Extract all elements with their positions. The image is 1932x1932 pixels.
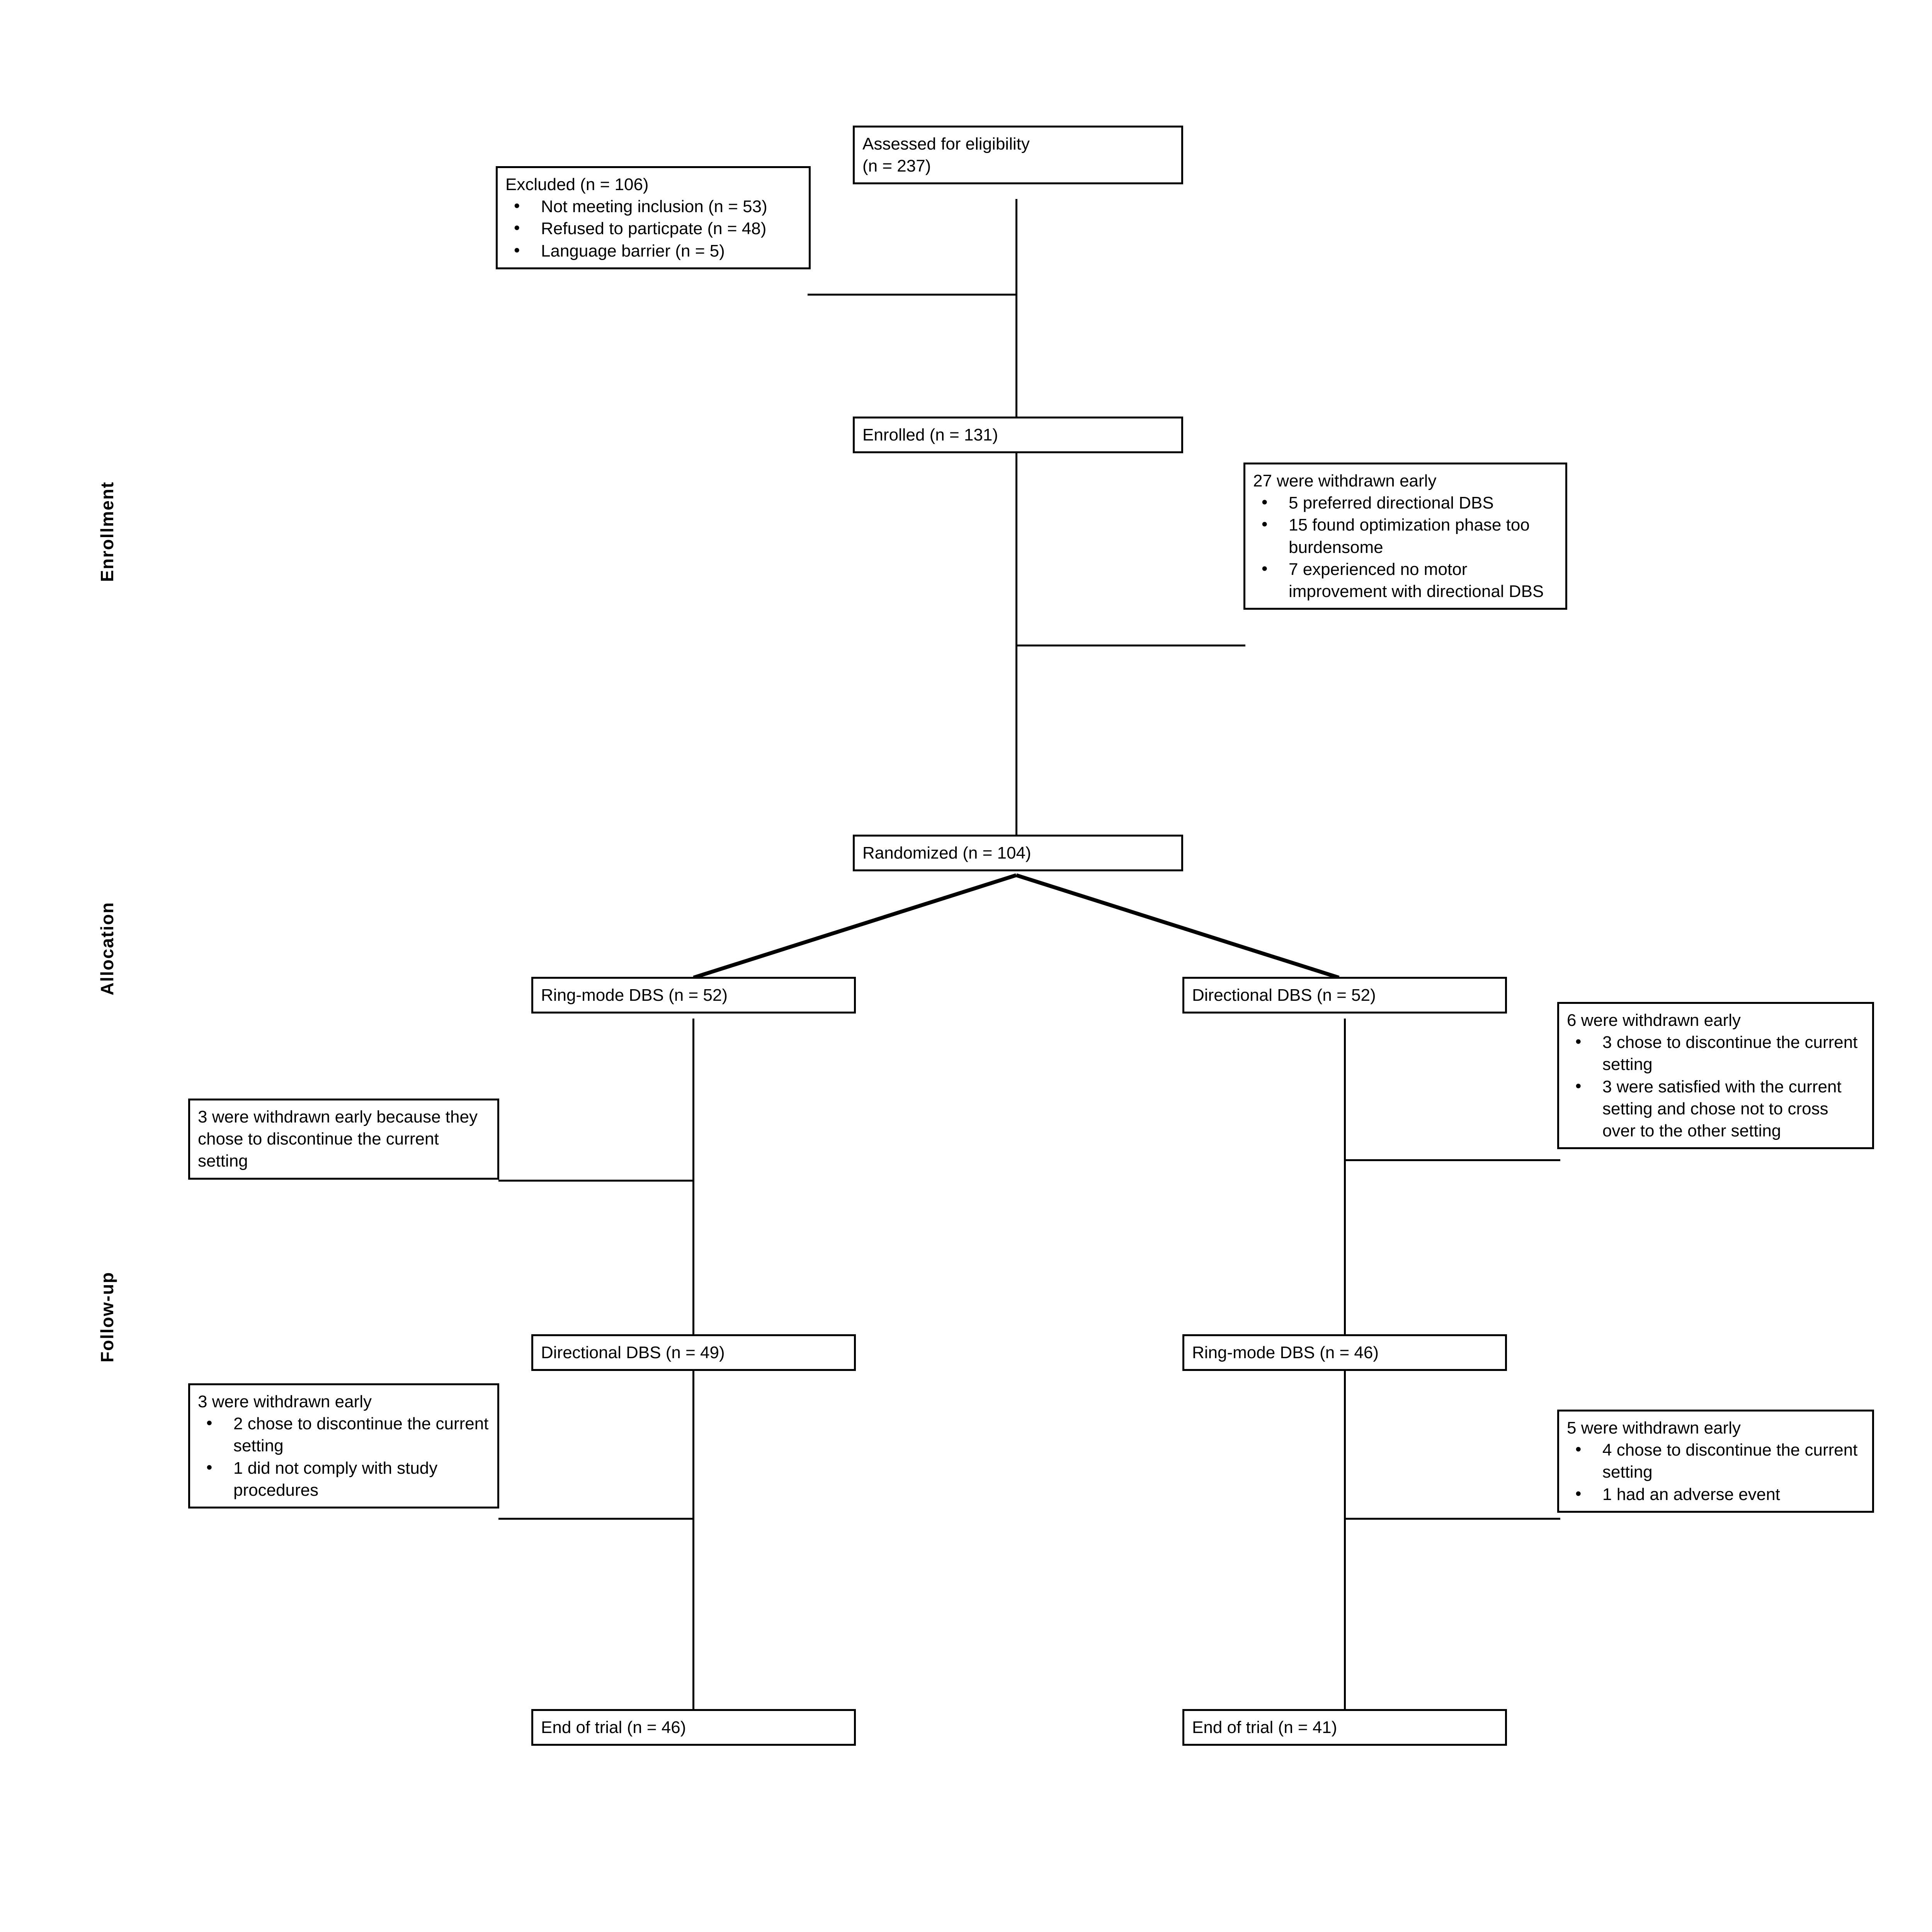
bullet-glyph: •: [514, 218, 520, 238]
node-crossover-ring-mode: Ring-mode DBS (n = 46): [1182, 1334, 1507, 1371]
list-item: • 7 experienced no motor improvement wit…: [1253, 558, 1558, 602]
list-item: • 1 did not comply with study procedures: [198, 1457, 490, 1501]
withdrawn-3-left-bottom-bullet-2: 1 did not comply with study procedures: [233, 1458, 438, 1500]
bullet-glyph: •: [514, 240, 520, 260]
node-randomized: Randomized (n = 104): [853, 835, 1183, 872]
node-excluded: Excluded (n = 106) • Not meeting inclusi…: [496, 166, 811, 269]
bullet-glyph: •: [206, 1458, 213, 1477]
node-end-of-trial-left: End of trial (n = 46): [531, 1709, 856, 1746]
withdrawn-6-bullet-list: • 3 chose to discontinue the current set…: [1567, 1031, 1865, 1142]
connector-to-withdrawn-3-left-top: [498, 1180, 694, 1182]
withdrawn-3-left-bottom-bullet-1: 2 chose to discontinue the current setti…: [233, 1414, 489, 1456]
list-item: • 3 chose to discontinue the current set…: [1567, 1031, 1865, 1075]
excluded-bullet-3: Language barrier (n = 5): [541, 241, 725, 260]
list-item: • 2 chose to discontinue the current set…: [198, 1413, 490, 1457]
withdrawn-6-header: 6 were withdrawn early: [1567, 1011, 1741, 1030]
enrolled-label: Enrolled (n = 131): [862, 425, 998, 444]
alloc-left-label: Ring-mode DBS (n = 52): [541, 986, 728, 1005]
list-item: • Refused to particpate (n = 48): [505, 218, 802, 240]
excluded-bullet-2: Refused to particpate (n = 48): [541, 219, 767, 238]
list-item: • 5 preferred directional DBS: [1253, 492, 1558, 514]
withdrawn-27-bullet-2: 15 found optimization phase too burdenso…: [1289, 515, 1530, 557]
list-item: • Not meeting inclusion (n = 53): [505, 196, 802, 218]
connector-randomization-split: [692, 873, 1341, 980]
end-right-label: End of trial (n = 41): [1192, 1718, 1337, 1737]
connector-to-withdrawn-3-left-bottom: [498, 1518, 694, 1520]
excluded-bullet-list: • Not meeting inclusion (n = 53) • Refus…: [505, 196, 802, 262]
withdrawn-6-bullet-2: 3 were satisfied with the current settin…: [1602, 1077, 1842, 1140]
node-withdrawn-5: 5 were withdrawn early • 4 chose to disc…: [1557, 1410, 1874, 1513]
bullet-glyph: •: [1575, 1032, 1582, 1051]
withdrawn-6-bullet-1: 3 chose to discontinue the current setti…: [1602, 1033, 1858, 1074]
cross-right-label: Ring-mode DBS (n = 46): [1192, 1343, 1379, 1362]
connector-to-withdrawn-27: [1015, 645, 1245, 646]
node-withdrawn-27: 27 were withdrawn early • 5 preferred di…: [1243, 463, 1567, 610]
node-allocation-directional: Directional DBS (n = 52): [1182, 977, 1507, 1014]
withdrawn-27-bullet-3: 7 experienced no motor improvement with …: [1289, 560, 1544, 601]
withdrawn-3-left-bottom-header: 3 were withdrawn early: [198, 1392, 372, 1411]
node-allocation-ring-mode: Ring-mode DBS (n = 52): [531, 977, 856, 1014]
list-item: • 15 found optimization phase too burden…: [1253, 514, 1558, 558]
list-item: • Language barrier (n = 5): [505, 240, 802, 262]
phase-label-followup: Follow-up: [97, 1271, 117, 1362]
withdrawn-27-bullet-1: 5 preferred directional DBS: [1289, 493, 1494, 513]
node-end-of-trial-right: End of trial (n = 41): [1182, 1709, 1507, 1746]
cross-left-label: Directional DBS (n = 49): [541, 1343, 725, 1362]
assessed-line-2: (n = 237): [862, 156, 931, 176]
bullet-glyph: •: [206, 1413, 213, 1433]
bullet-glyph: •: [1262, 559, 1268, 578]
excluded-bullet-1: Not meeting inclusion (n = 53): [541, 197, 767, 216]
withdrawn-5-bullet-2: 1 had an adverse event: [1602, 1485, 1780, 1504]
phase-label-allocation: Allocation: [97, 901, 117, 995]
connector-to-withdrawn-6: [1344, 1159, 1560, 1161]
alloc-right-label: Directional DBS (n = 52): [1192, 986, 1376, 1005]
randomized-label: Randomized (n = 104): [862, 844, 1031, 862]
bullet-glyph: •: [1262, 515, 1268, 534]
end-left-label: End of trial (n = 46): [541, 1718, 686, 1737]
connector-to-excluded: [808, 294, 1017, 296]
list-item: • 3 were satisfied with the current sett…: [1567, 1076, 1865, 1142]
node-assessed-for-eligibility: Assessed for eligibility (n = 237): [853, 126, 1183, 185]
node-enrolled: Enrolled (n = 131): [853, 417, 1183, 454]
withdrawn-27-bullet-list: • 5 preferred directional DBS • 15 found…: [1253, 492, 1558, 602]
bullet-glyph: •: [1262, 493, 1268, 512]
withdrawn-27-header: 27 were withdrawn early: [1253, 471, 1437, 490]
connector-to-withdrawn-5: [1344, 1518, 1560, 1520]
bullet-glyph: •: [1575, 1484, 1582, 1503]
excluded-header: Excluded (n = 106): [505, 175, 649, 194]
withdrawn-5-bullet-1: 4 chose to discontinue the current setti…: [1602, 1440, 1858, 1482]
list-item: • 1 had an adverse event: [1567, 1483, 1865, 1505]
withdrawn-5-bullet-list: • 4 chose to discontinue the current set…: [1567, 1439, 1865, 1505]
list-item: • 4 chose to discontinue the current set…: [1567, 1439, 1865, 1483]
bullet-glyph: •: [1575, 1440, 1582, 1459]
node-withdrawn-6: 6 were withdrawn early • 3 chose to disc…: [1557, 1002, 1874, 1150]
bullet-glyph: •: [1575, 1076, 1582, 1095]
node-withdrawn-3-left-top: 3 were withdrawn early because they chos…: [188, 1099, 499, 1180]
withdrawn-5-header: 5 were withdrawn early: [1567, 1418, 1741, 1437]
node-withdrawn-3-left-bottom: 3 were withdrawn early • 2 chose to disc…: [188, 1383, 499, 1509]
connector-assessed-to-randomized: [1015, 199, 1017, 837]
bullet-glyph: •: [514, 196, 520, 216]
withdrawn-3-left-top-text: 3 were withdrawn early because they chos…: [198, 1107, 478, 1171]
withdrawn-3-left-bottom-bullet-list: • 2 chose to discontinue the current set…: [198, 1413, 490, 1501]
node-crossover-directional: Directional DBS (n = 49): [531, 1334, 856, 1371]
phase-label-enrollment: Enrollment: [97, 481, 117, 582]
assessed-line-1: Assessed for eligibility: [862, 134, 1030, 153]
